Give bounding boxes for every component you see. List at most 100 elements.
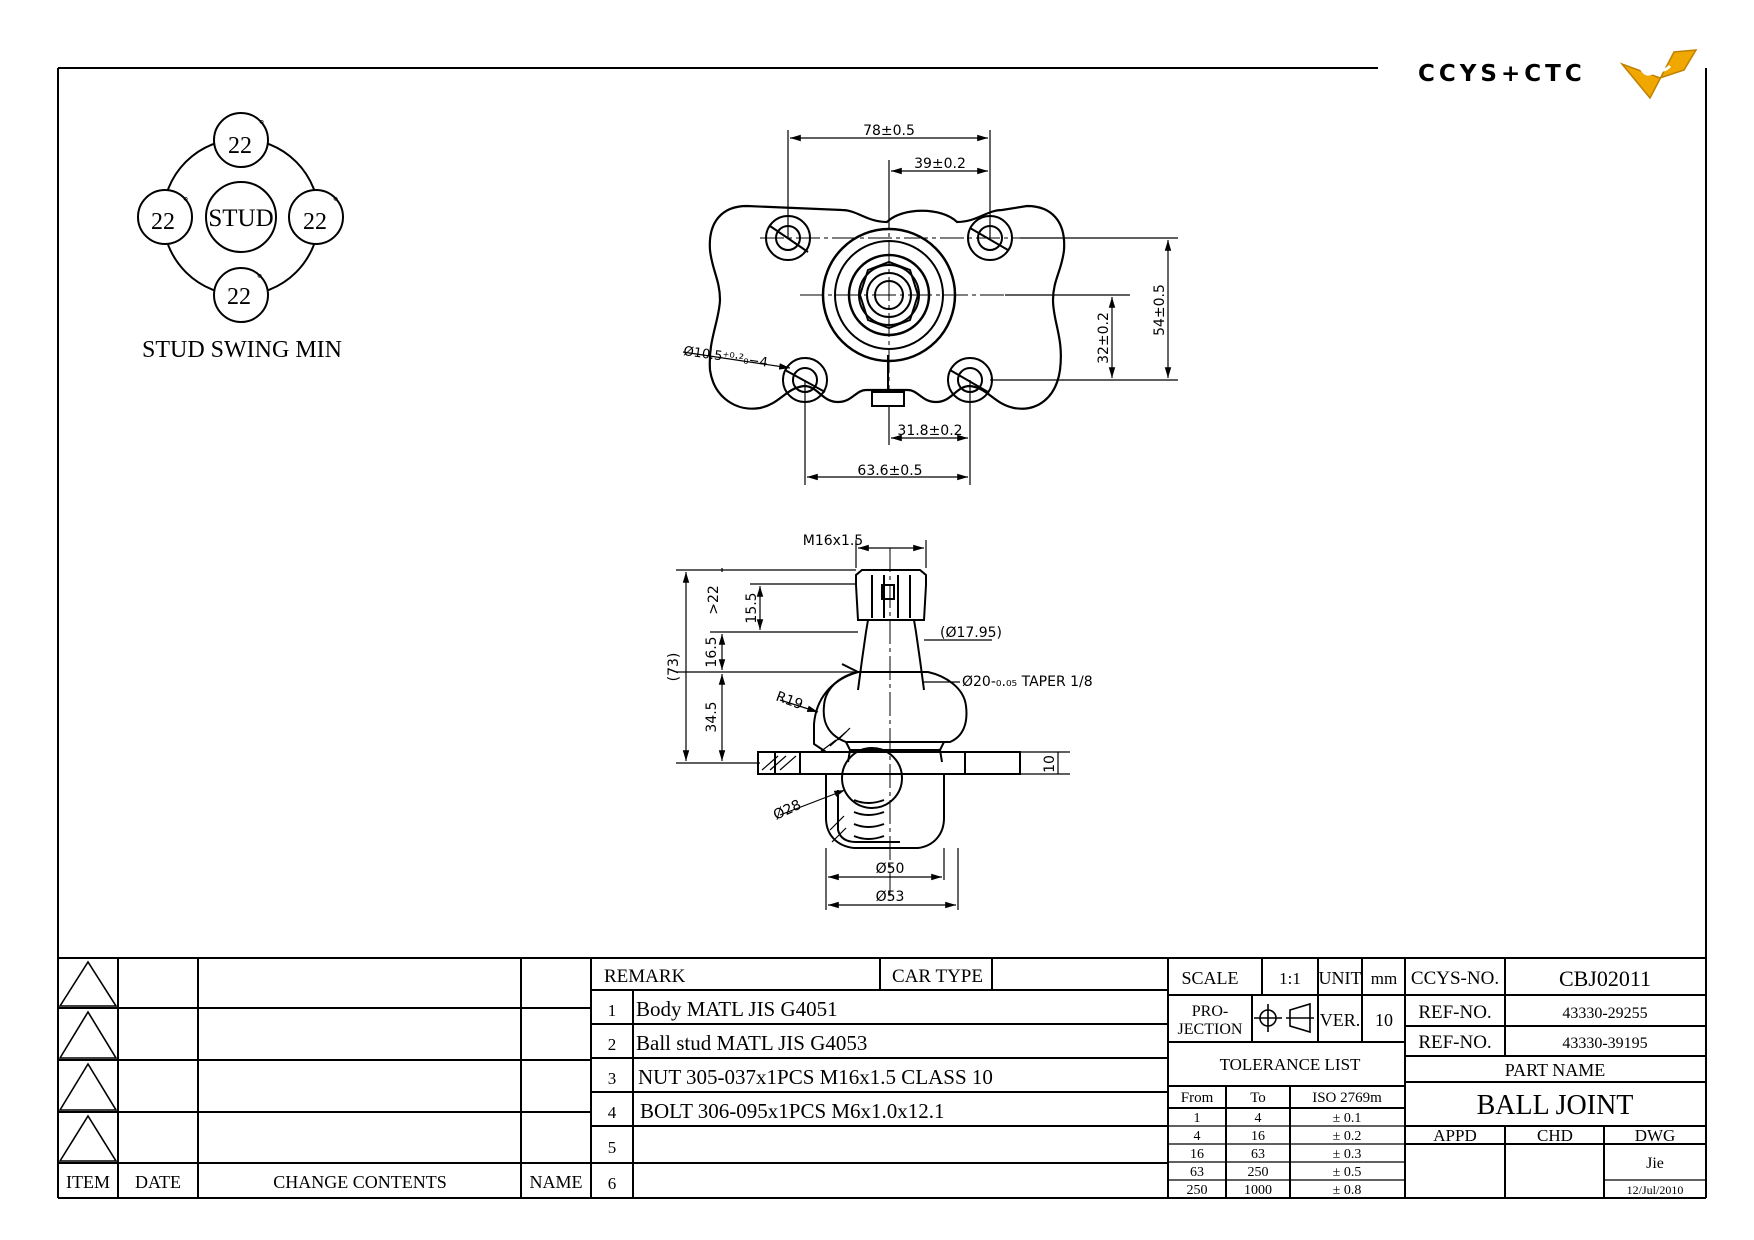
tolerance-table: 1 4 ± 0.1 4 16 ± 0.2 16 63 ± 0.3 63 250 … (1187, 1111, 1362, 1198)
svg-text:°: ° (257, 270, 262, 285)
dwg-label: DWG (1635, 1126, 1676, 1145)
angle-top: 22 (228, 133, 252, 159)
scale-label: SCALE (1181, 968, 1238, 988)
rev-date-header: DATE (135, 1172, 181, 1192)
side-view-hatch (761, 727, 851, 843)
dim-53: Ø53 (876, 889, 905, 905)
side-view-dimensions (676, 540, 1070, 910)
svg-text:63: 63 (1251, 1147, 1265, 1162)
angle-bottom: 22 (227, 284, 251, 310)
svg-text:4: 4 (1194, 1129, 1201, 1144)
dim-39: 39±0.2 (914, 156, 966, 172)
dim-10: 10 (1042, 755, 1058, 773)
title-block (1405, 958, 1706, 1198)
dim-32: 32±0.2 (1096, 312, 1112, 364)
rev-name-header: NAME (530, 1172, 583, 1192)
remark-row-4: BOLT 306-095x1PCS M6x1.0x12.1 (640, 1099, 945, 1123)
swing-circle-left (137, 189, 193, 245)
dim-taper: Ø20-₀.₀₅ TAPER 1/8 (962, 674, 1093, 690)
dim-15-5: 15.5 (744, 592, 760, 623)
ref-label-2: REF-NO. (1418, 1032, 1491, 1053)
swing-circle-bottom (213, 267, 269, 323)
ver-label: VER. (1320, 1010, 1361, 1030)
svg-text:4: 4 (608, 1103, 617, 1122)
stud-swing-diagram: STUD 22 22 22 22 ° ° ° ° STUD SWING MIN (137, 112, 344, 363)
dim-50: Ø50 (876, 861, 905, 877)
dim-shank: (Ø17.95) (940, 625, 1002, 641)
drawer-name: Jie (1646, 1155, 1664, 1172)
svg-text:1: 1 (1194, 1111, 1201, 1126)
swing-circle-top (213, 112, 269, 168)
ccys-number: CBJ02011 (1559, 966, 1651, 991)
svg-text:250: 250 (1248, 1165, 1269, 1180)
svg-text:± 0.3: ± 0.3 (1333, 1147, 1362, 1162)
appd-label: APPD (1433, 1126, 1476, 1145)
remarks-block (591, 958, 1169, 1198)
dim-ball: Ø28 (771, 797, 804, 824)
castle-nut (855, 569, 927, 621)
dim-22: >22 (706, 585, 722, 615)
tol-from-header: From (1181, 1090, 1214, 1106)
angle-left: 22 (151, 209, 175, 235)
rev-item-header: ITEM (66, 1172, 110, 1192)
ref-number-1: 43330-29255 (1562, 1005, 1647, 1022)
ball (841, 747, 903, 809)
angle-right: 22 (303, 209, 327, 235)
revision-headers: ITEM DATE CHANGE CONTENTS NAME (66, 1172, 583, 1192)
svg-text:6: 6 (608, 1174, 617, 1193)
remark-row-1: Body MATL JIS G4051 (636, 997, 838, 1021)
svg-text:°: ° (183, 193, 188, 208)
ver-value: 10 (1375, 1010, 1393, 1030)
rev-change-header: CHANGE CONTENTS (273, 1172, 447, 1192)
svg-text:± 0.8: ± 0.8 (1333, 1183, 1362, 1198)
top-view-centerlines (760, 205, 1020, 390)
svg-text:°: ° (333, 193, 338, 208)
scale-value: 1:1 (1279, 969, 1301, 988)
dust-boot (822, 671, 968, 743)
svg-text:16: 16 (1251, 1129, 1265, 1144)
side-view-dim-labels: M16x1.5 (73) >22 15.5 16.5 34.5 (Ø17.95)… (666, 533, 1093, 905)
title-texts: CCYS-NO. CBJ02011 REF-NO. 43330-29255 RE… (1411, 966, 1683, 1197)
remark-header: REMARK (604, 966, 686, 987)
svg-text:± 0.2: ± 0.2 (1333, 1129, 1362, 1144)
stud-label: STUD (208, 205, 273, 232)
dim-78: 78±0.5 (863, 123, 915, 139)
company-logo: CCYS+CTC (1418, 49, 1698, 100)
svg-text:250: 250 (1187, 1183, 1208, 1198)
remark-row-3: NUT 305-037x1PCS M16x1.5 CLASS 10 (638, 1065, 993, 1089)
tol-iso-header: ISO 2769m (1312, 1090, 1382, 1106)
svg-text:1000: 1000 (1244, 1183, 1272, 1198)
stud-circle (205, 181, 277, 253)
logo-mark-icon (1619, 49, 1698, 100)
dim-31-8: 31.8±0.2 (897, 423, 962, 439)
swing-circle-right (288, 189, 344, 245)
projection-label-2: JECTION (1178, 1021, 1243, 1038)
svg-text:± 0.1: ± 0.1 (1333, 1111, 1362, 1126)
remarks-text: REMARK CAR TYPE 1 Body MATL JIS G4051 2 … (604, 966, 993, 1193)
dim-54: 54±0.5 (1152, 284, 1168, 336)
scale-texts: SCALE 1:1 UNIT mm PRO- JECTION VER. 10 T… (1178, 968, 1398, 1106)
svg-text:3: 3 (608, 1069, 617, 1088)
scale-block (1168, 958, 1406, 1198)
top-view-dimensions (682, 130, 1178, 485)
ref-number-2: 43330-39195 (1562, 1035, 1647, 1052)
dim-34-5: 34.5 (704, 701, 720, 732)
projection-icon (1254, 1002, 1314, 1034)
stud-swing-caption: STUD SWING MIN (142, 337, 342, 363)
drawing-date: 12/Jul/2010 (1627, 1183, 1684, 1197)
tol-to-header: To (1250, 1090, 1266, 1106)
svg-text:5: 5 (608, 1138, 617, 1157)
dim-r19: R19 (774, 689, 805, 713)
svg-text:16: 16 (1190, 1147, 1204, 1162)
tolerance-title: TOLERANCE LIST (1220, 1055, 1361, 1074)
chd-label: CHD (1537, 1126, 1573, 1145)
car-type-header: CAR TYPE (892, 966, 983, 987)
flange-plate (757, 751, 1021, 775)
dim-63-6: 63.6±0.5 (857, 463, 922, 479)
ccys-label: CCYS-NO. (1411, 968, 1499, 989)
top-view-dim-labels: 78±0.5 39±0.2 54±0.5 32±0.2 Ø10.5⁺⁰·²₀−4… (682, 123, 1168, 479)
ref-label-1: REF-NO. (1418, 1002, 1491, 1023)
dim-thread: M16x1.5 (803, 533, 863, 549)
part-name-label: PART NAME (1505, 1060, 1605, 1080)
